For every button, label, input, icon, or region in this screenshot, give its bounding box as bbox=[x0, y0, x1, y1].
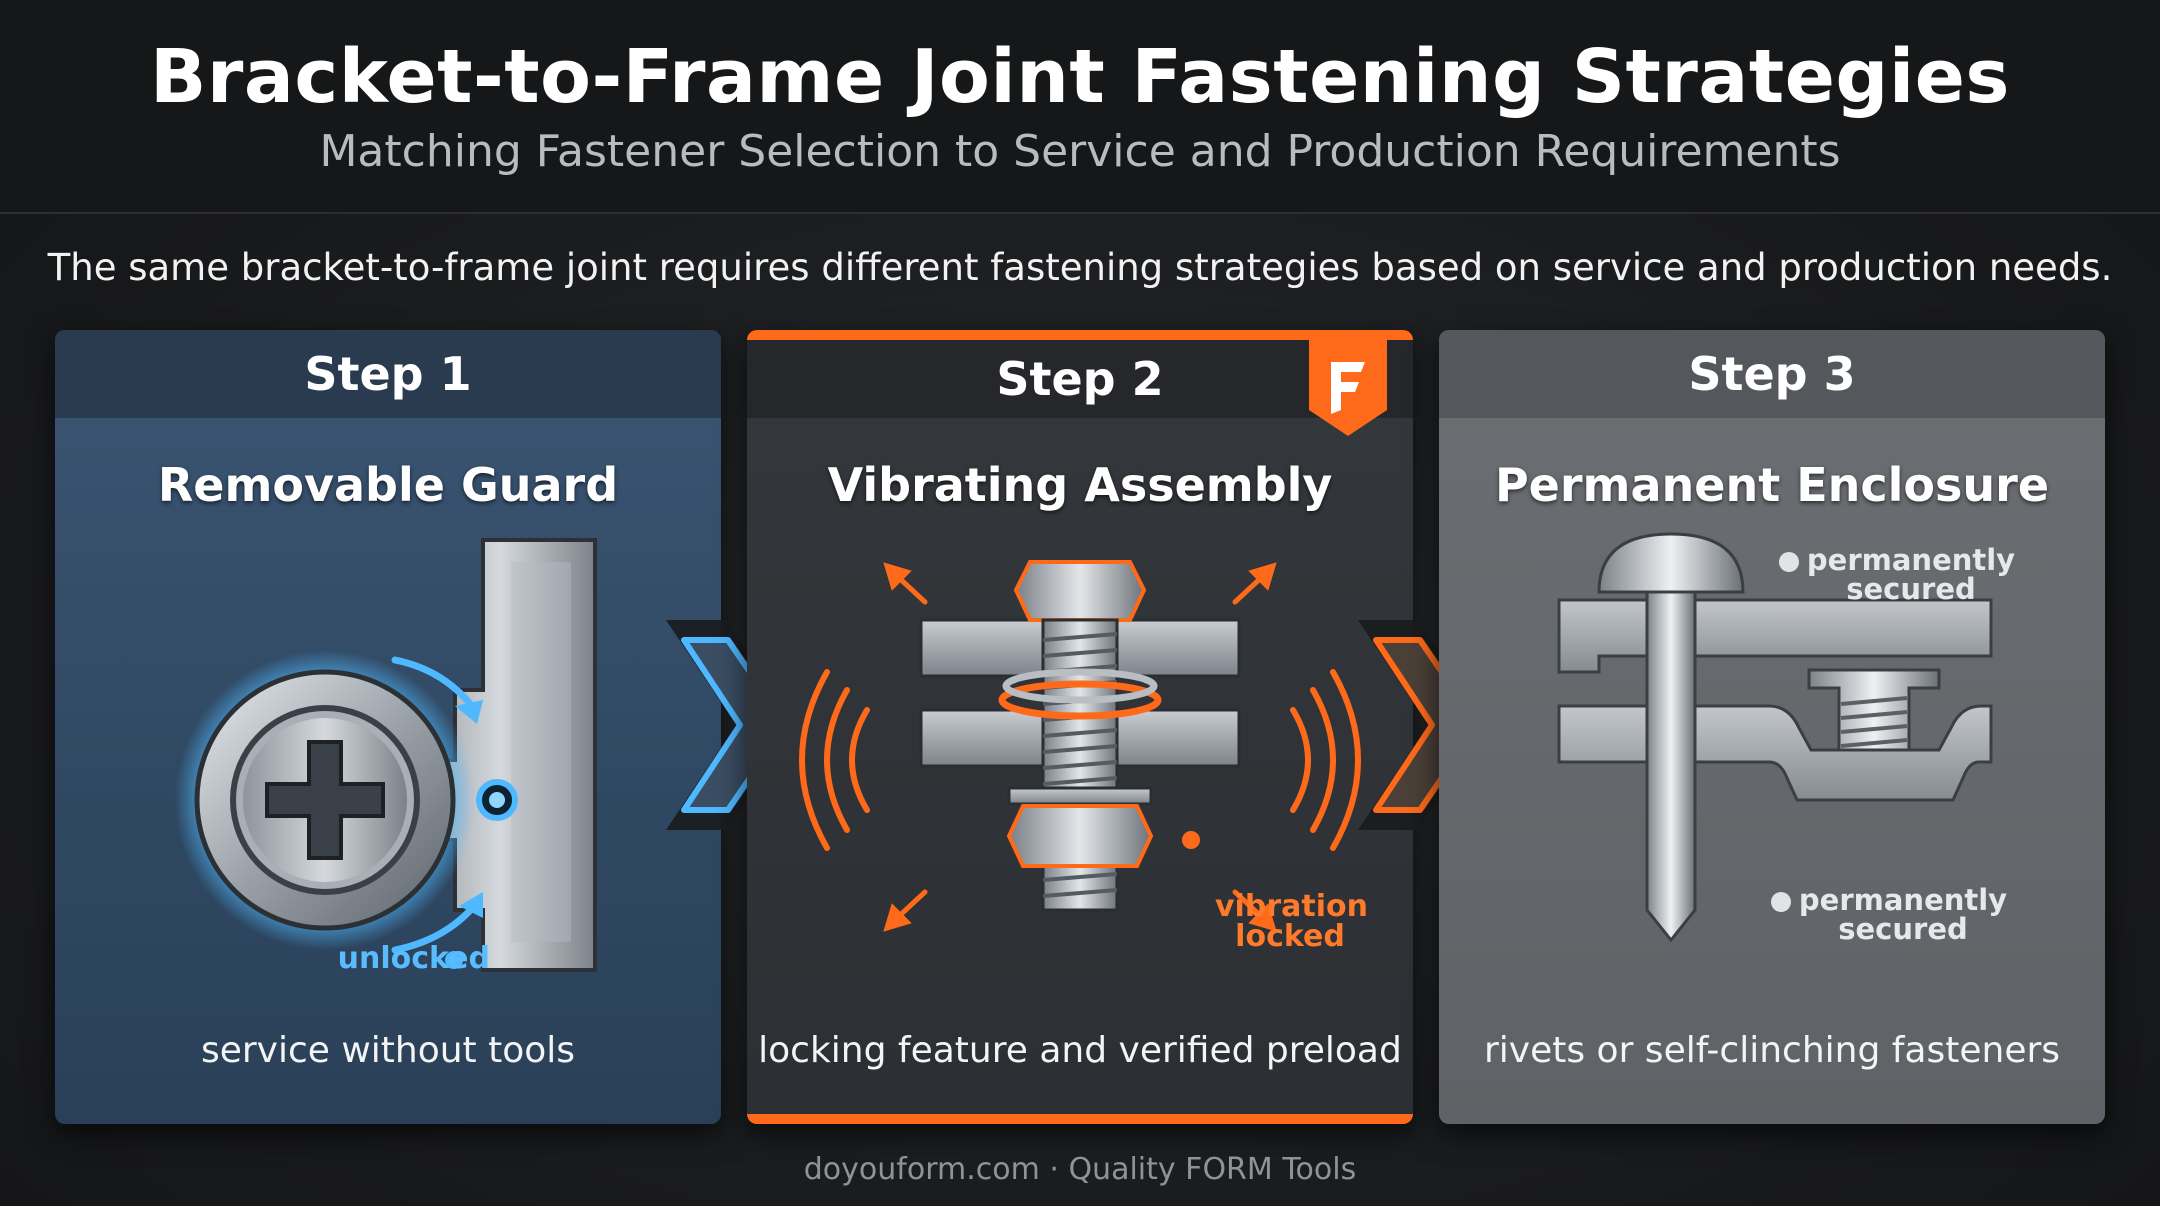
step-3-caption: rivets or self-clinching fasteners bbox=[1483, 1030, 2061, 1071]
locked-label: locked bbox=[1235, 919, 1345, 954]
step-2-panel: Step 2 Vibrating Assembly bbox=[747, 330, 1413, 1124]
permanently-secured-bottom-label-1: permanently bbox=[1798, 883, 2008, 917]
permanently-secured-bottom-label-2: secured bbox=[1838, 912, 1968, 946]
permanently-secured-top-label-1: permanently bbox=[1806, 543, 2016, 577]
vibration-label: vibration bbox=[1215, 889, 1368, 924]
footer-credit: doyouform.com · Quality FORM Tools bbox=[803, 1152, 1357, 1187]
rivet-and-clinch-fastener-icon bbox=[1557, 532, 1993, 943]
unlocked-label: unlocked bbox=[337, 941, 490, 976]
step-2-caption: locking feature and verified preload bbox=[758, 1030, 1402, 1071]
quarter-turn-fastener-icon bbox=[175, 538, 597, 972]
page-title: Bracket-to-Frame Joint Fastening Strateg… bbox=[150, 34, 2010, 120]
permanently-secured-top-label-2: secured bbox=[1846, 572, 1976, 606]
step-2-title: Vibrating Assembly bbox=[827, 458, 1333, 512]
step-1-panel: Step 1 Removable Guard bbox=[55, 330, 721, 1124]
step-1-caption: service without tools bbox=[200, 1030, 576, 1071]
step-2-heading: Step 2 bbox=[747, 340, 1413, 418]
page-subtitle: Matching Fastener Selection to Service a… bbox=[319, 126, 1841, 177]
step-3-title: Permanent Enclosure bbox=[1494, 458, 2050, 512]
step-1-title: Removable Guard bbox=[157, 458, 619, 512]
step-1-heading: Step 1 bbox=[55, 330, 721, 418]
step-3-heading: Step 3 bbox=[1439, 330, 2105, 418]
header: Bracket-to-Frame Joint Fastening Strateg… bbox=[0, 0, 2160, 214]
locked-bolt-assembly-icon bbox=[799, 560, 1361, 932]
step-3-panel: Step 3 Permanent Enclosure bbox=[1439, 330, 2105, 1124]
intro-text: The same bracket-to-frame joint requires… bbox=[47, 246, 2113, 289]
form-logo-icon bbox=[1309, 340, 1387, 436]
